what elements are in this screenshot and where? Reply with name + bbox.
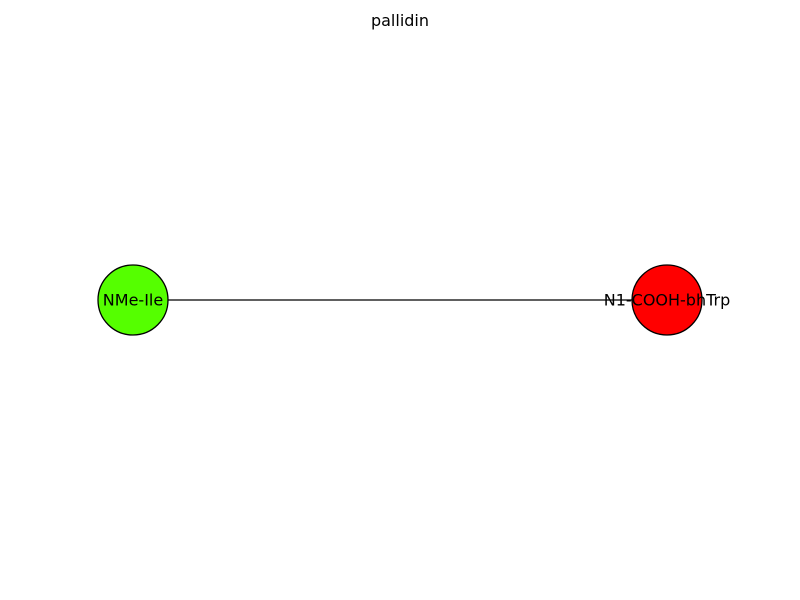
node-n1coohbhtrp-label: N1-COOH-bhTrp (604, 291, 731, 310)
diagram-title: pallidin (371, 11, 429, 30)
node-nmeile-label: NMe-Ile (103, 291, 163, 310)
node-nmeile-circle (97, 264, 169, 336)
node-n1coohbhtrp-circle (631, 264, 703, 336)
node-n1coohbhtrp: N1-COOH-bhTrp (604, 264, 731, 336)
node-nmeile: NMe-Ile (97, 264, 169, 336)
